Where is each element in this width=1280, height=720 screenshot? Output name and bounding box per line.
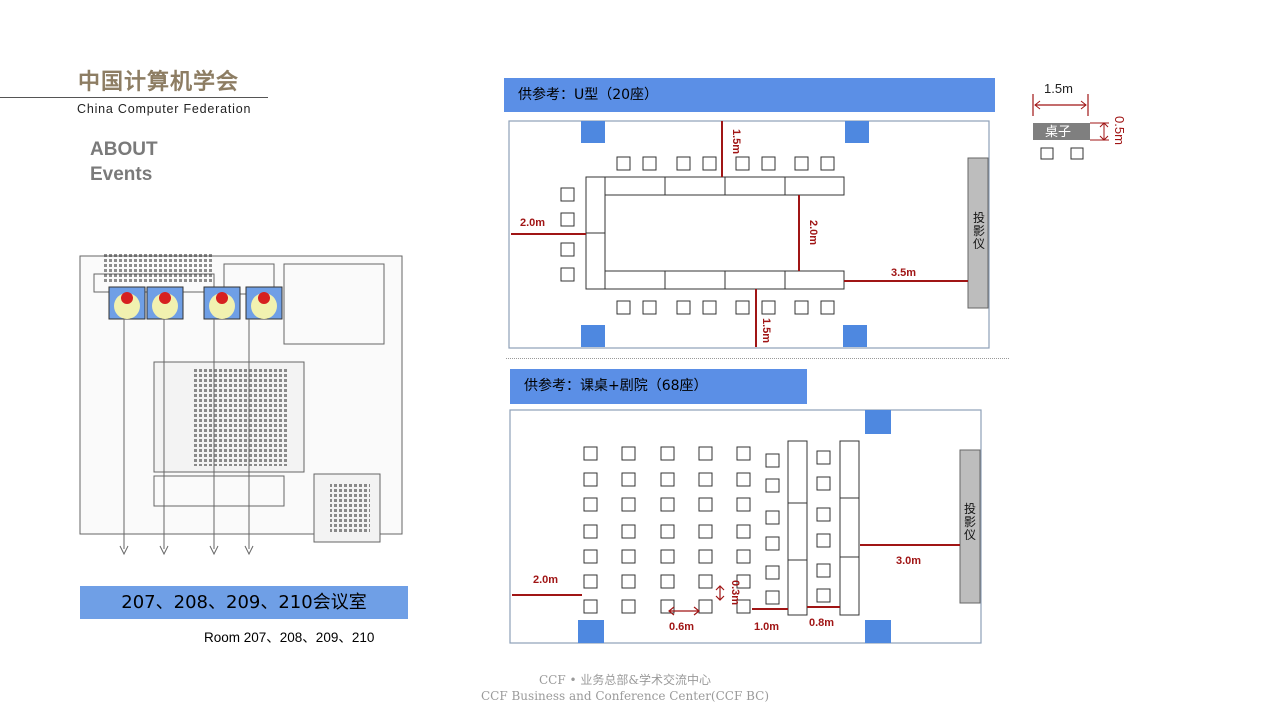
theater-seat (583, 549, 598, 564)
footer-line-1: CCF • 业务总部&学术交流中心 (538, 673, 712, 687)
theater-seat (736, 599, 751, 614)
legend-table-label: 桌子 (1045, 124, 1071, 139)
u-dim-left: 2.0m (520, 217, 545, 229)
room-pointer-lines (119, 319, 254, 556)
section-title-line1: ABOUT (90, 139, 158, 160)
u-projector-text: 投影仪 (972, 211, 985, 251)
theater-seat (736, 549, 751, 564)
theater-seat (621, 574, 636, 589)
footer-line-2: CCF Business and Conference Center(CCF B… (480, 689, 770, 703)
theater-seat (698, 524, 713, 539)
theater-seats (583, 446, 751, 614)
class-dim-left: 2.0m (533, 574, 558, 586)
theater-seat (660, 549, 675, 564)
theater-seat (660, 497, 675, 512)
theater-seat (736, 574, 751, 589)
theater-seat (698, 599, 713, 614)
class-dim-row-gap: 0.3m (729, 580, 741, 605)
theater-seat (621, 549, 636, 564)
theater-seat (583, 497, 598, 512)
u-dim-top: 1.5m (730, 129, 742, 154)
layout-u-title: 供参考：U型（20座） (504, 78, 995, 112)
header-divider (0, 97, 268, 98)
org-name-cn: 中国计算机学会 (78, 70, 240, 95)
theater-seat (621, 524, 636, 539)
layout-separator (506, 358, 1009, 359)
theater-seat (660, 446, 675, 461)
class-dim-table-width: 1.0m (754, 621, 779, 633)
theater-seat (660, 574, 675, 589)
class-projector-text: 投影仪 (963, 502, 976, 542)
rooms-label-en: Room 207、208、209、210 (204, 630, 375, 645)
legend-depth: 0.5m (1112, 116, 1127, 145)
org-name-en: China Computer Federation (77, 102, 252, 116)
u-dim-bottom: 1.5m (760, 318, 772, 343)
theater-seat (736, 524, 751, 539)
theater-seat (660, 472, 675, 487)
theater-seat (736, 472, 751, 487)
theater-seat (698, 472, 713, 487)
class-dim-seat-gap: 0.6m (669, 621, 694, 633)
theater-seat (621, 472, 636, 487)
theater-seat (736, 497, 751, 512)
u-dim-inner: 2.0m (807, 220, 819, 245)
legend-width: 1.5m (1044, 81, 1073, 96)
theater-seat (583, 574, 598, 589)
theater-seat (621, 599, 636, 614)
theater-seat (698, 446, 713, 461)
layout-u-diagram: 1.5m 2.0m 2.0m 1.5m 3.5m (508, 120, 990, 349)
theater-seat (698, 497, 713, 512)
layout-class-title: 供参考：课桌+剧院（68座） (510, 369, 807, 404)
rooms-label-bar: 207、208、209、210会议室 (80, 586, 408, 619)
layout-class-diagram: 2.0m 0.6m 0.3m 1.0m 0.8m 3.0m (509, 409, 982, 644)
table-legend: 1.5m 桌子 0.5m (1032, 81, 1127, 160)
u-dim-projector: 3.5m (891, 267, 916, 279)
section-title-line2: Events (90, 164, 153, 185)
theater-seat (621, 446, 636, 461)
theater-seat (698, 549, 713, 564)
section-title: ABOUT Events (90, 137, 158, 187)
theater-seat (698, 574, 713, 589)
floor-plan (79, 254, 403, 556)
class-dim-aisle: 0.8m (809, 617, 834, 629)
highlighted-rooms (108, 286, 283, 320)
theater-seat (660, 524, 675, 539)
classroom-rows (765, 440, 860, 616)
theater-seat (583, 524, 598, 539)
theater-seat (583, 599, 598, 614)
class-dim-projector: 3.0m (896, 555, 921, 567)
theater-seat (583, 472, 598, 487)
theater-seat (736, 446, 751, 461)
theater-seat (621, 497, 636, 512)
theater-seat (583, 446, 598, 461)
